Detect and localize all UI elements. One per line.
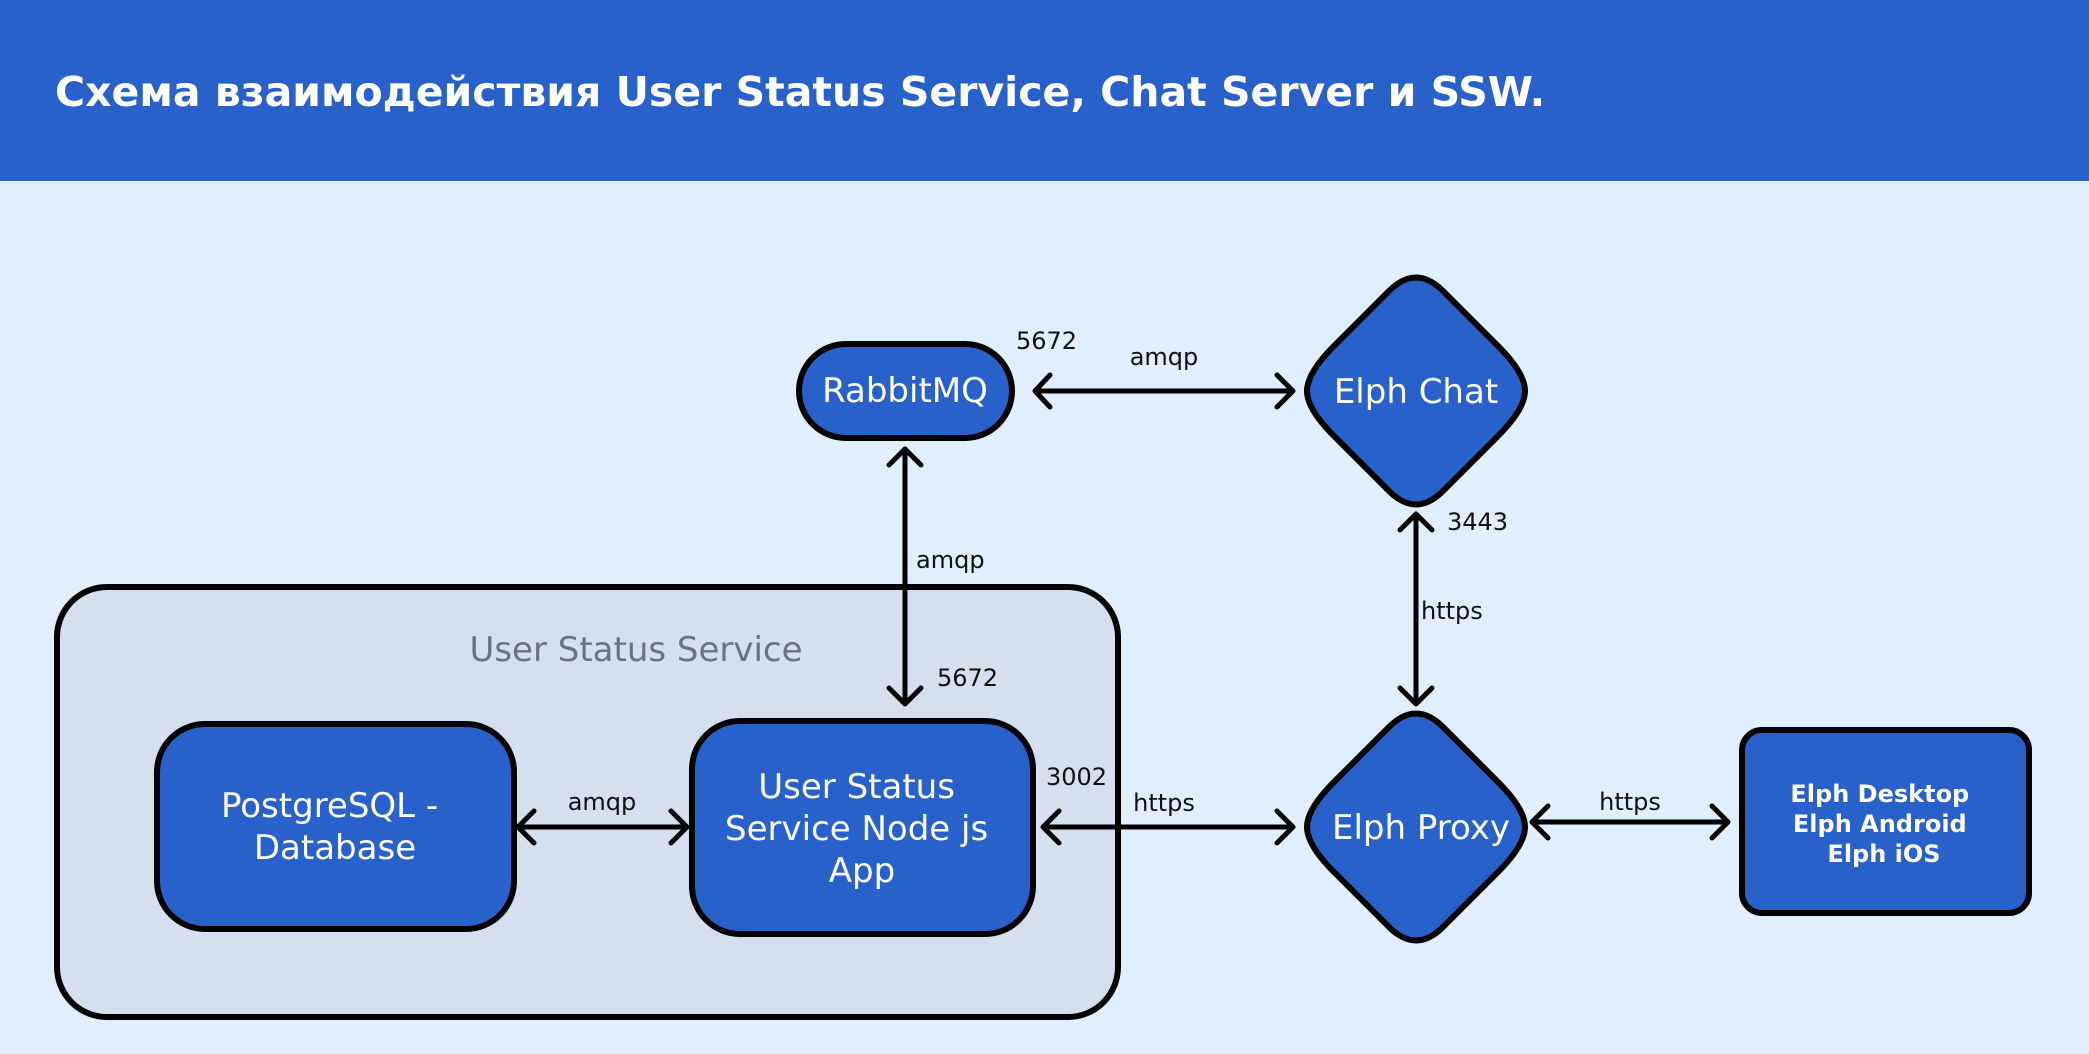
clients-label-line: Elph iOS	[1827, 840, 1940, 868]
elph-proxy-node[interactable]: Elph Proxy	[1304, 710, 1528, 944]
clients-label-line: Elph Desktop	[1790, 780, 1969, 808]
port-label-chat-proxy: 3443	[1447, 508, 1508, 536]
edge-elph-chat-elph-proxy	[1397, 511, 1435, 707]
clients-label: Elph Desktop Elph Android Elph iOS	[1790, 780, 1977, 868]
edge-label-proxy-clients: https	[1599, 788, 1661, 816]
edge-label-app-proxy: https	[1133, 789, 1195, 817]
edge-node-app-elph-proxy	[1040, 808, 1296, 846]
node-app-label-line: User Status	[758, 767, 955, 807]
node-app-node[interactable]: User Status Service Node js App	[689, 718, 1036, 937]
edge-label-pg-app: amqp	[568, 788, 637, 816]
postgres-label: PostgreSQL - Database	[221, 786, 449, 868]
postgres-label-line: PostgreSQL -	[221, 786, 438, 826]
postgres-label-line: Database	[254, 828, 416, 868]
node-app-label: User Status Service Node js App	[725, 767, 999, 891]
edge-label-chat-proxy: https	[1421, 597, 1483, 625]
clients-label-line: Elph Android	[1793, 810, 1967, 838]
postgres-node[interactable]: PostgreSQL - Database	[154, 721, 517, 932]
elph-proxy-label: Elph Proxy	[1332, 808, 1510, 848]
group-label: User Status Service	[469, 630, 802, 670]
elph-chat-label: Elph Chat	[1334, 372, 1498, 412]
rabbitmq-label: RabbitMQ	[822, 371, 988, 411]
port-label-rabbit-chat: 5672	[1016, 327, 1077, 355]
page-title: Схема взаимодействия User Status Service…	[55, 68, 1546, 116]
node-app-label-line: App	[829, 851, 895, 891]
clients-node[interactable]: Elph Desktop Elph Android Elph iOS	[1739, 727, 2032, 916]
port-label-app-proxy: 3002	[1046, 763, 1107, 791]
edge-rabbitmq-elph-chat	[1032, 372, 1296, 410]
edge-postgres-node-app	[515, 808, 690, 846]
edge-label-rabbit-chat: amqp	[1130, 343, 1199, 371]
elph-chat-node[interactable]: Elph Chat	[1304, 274, 1528, 508]
port-label-rabbit-app: 5672	[937, 664, 998, 692]
edge-rabbitmq-node-app	[886, 446, 924, 707]
edge-label-rabbit-app: amqp	[916, 546, 985, 574]
edge-elph-proxy-clients	[1529, 803, 1731, 841]
header-bar: Схема взаимодействия User Status Service…	[0, 0, 2089, 181]
node-app-label-line: Service Node js	[725, 809, 988, 849]
rabbitmq-node[interactable]: RabbitMQ	[796, 341, 1015, 441]
